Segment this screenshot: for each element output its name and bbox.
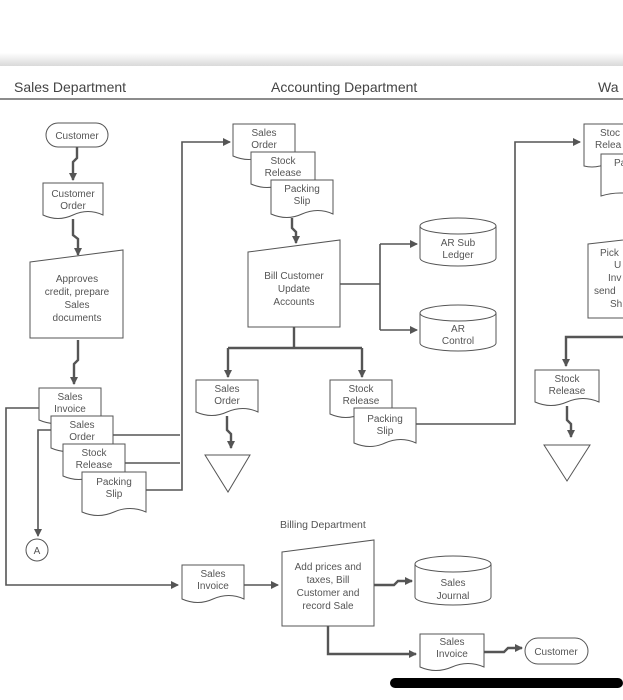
sales-department-heading: Sales Department bbox=[14, 79, 126, 95]
flow-line bbox=[71, 219, 82, 256]
warehouse-department-heading: Wa bbox=[598, 79, 619, 95]
flow-line bbox=[70, 340, 80, 385]
flow-line bbox=[69, 147, 79, 181]
svg-text:A: A bbox=[34, 546, 41, 557]
flow-line bbox=[146, 138, 231, 491]
svg-text:Pa: Pa bbox=[614, 158, 623, 169]
flow-line bbox=[225, 416, 235, 449]
flow-line bbox=[484, 644, 523, 654]
billing-department-heading: Billing Department bbox=[280, 519, 366, 531]
offline-file-triangle bbox=[204, 454, 251, 493]
flow-line bbox=[416, 138, 581, 425]
svg-text:Customer: Customer bbox=[55, 131, 99, 142]
top-band bbox=[0, 0, 623, 66]
flow-line bbox=[562, 335, 623, 367]
accounting-department-heading: Accounting Department bbox=[271, 79, 417, 95]
flow-line bbox=[565, 406, 575, 438]
flow-line bbox=[5, 407, 179, 589]
scroll-indicator-bar[interactable] bbox=[390, 678, 623, 688]
warehouse-offline-file-triangle bbox=[543, 444, 591, 482]
customer-terminal-top: Customer bbox=[45, 122, 109, 148]
flow-line bbox=[290, 218, 300, 244]
flow-line bbox=[374, 577, 413, 587]
flow-line bbox=[326, 626, 417, 658]
customer-terminal-bottom: Customer bbox=[524, 637, 589, 665]
flow-line bbox=[34, 429, 51, 537]
connector-a: A bbox=[25, 538, 49, 562]
svg-text:Customer: Customer bbox=[534, 647, 578, 658]
